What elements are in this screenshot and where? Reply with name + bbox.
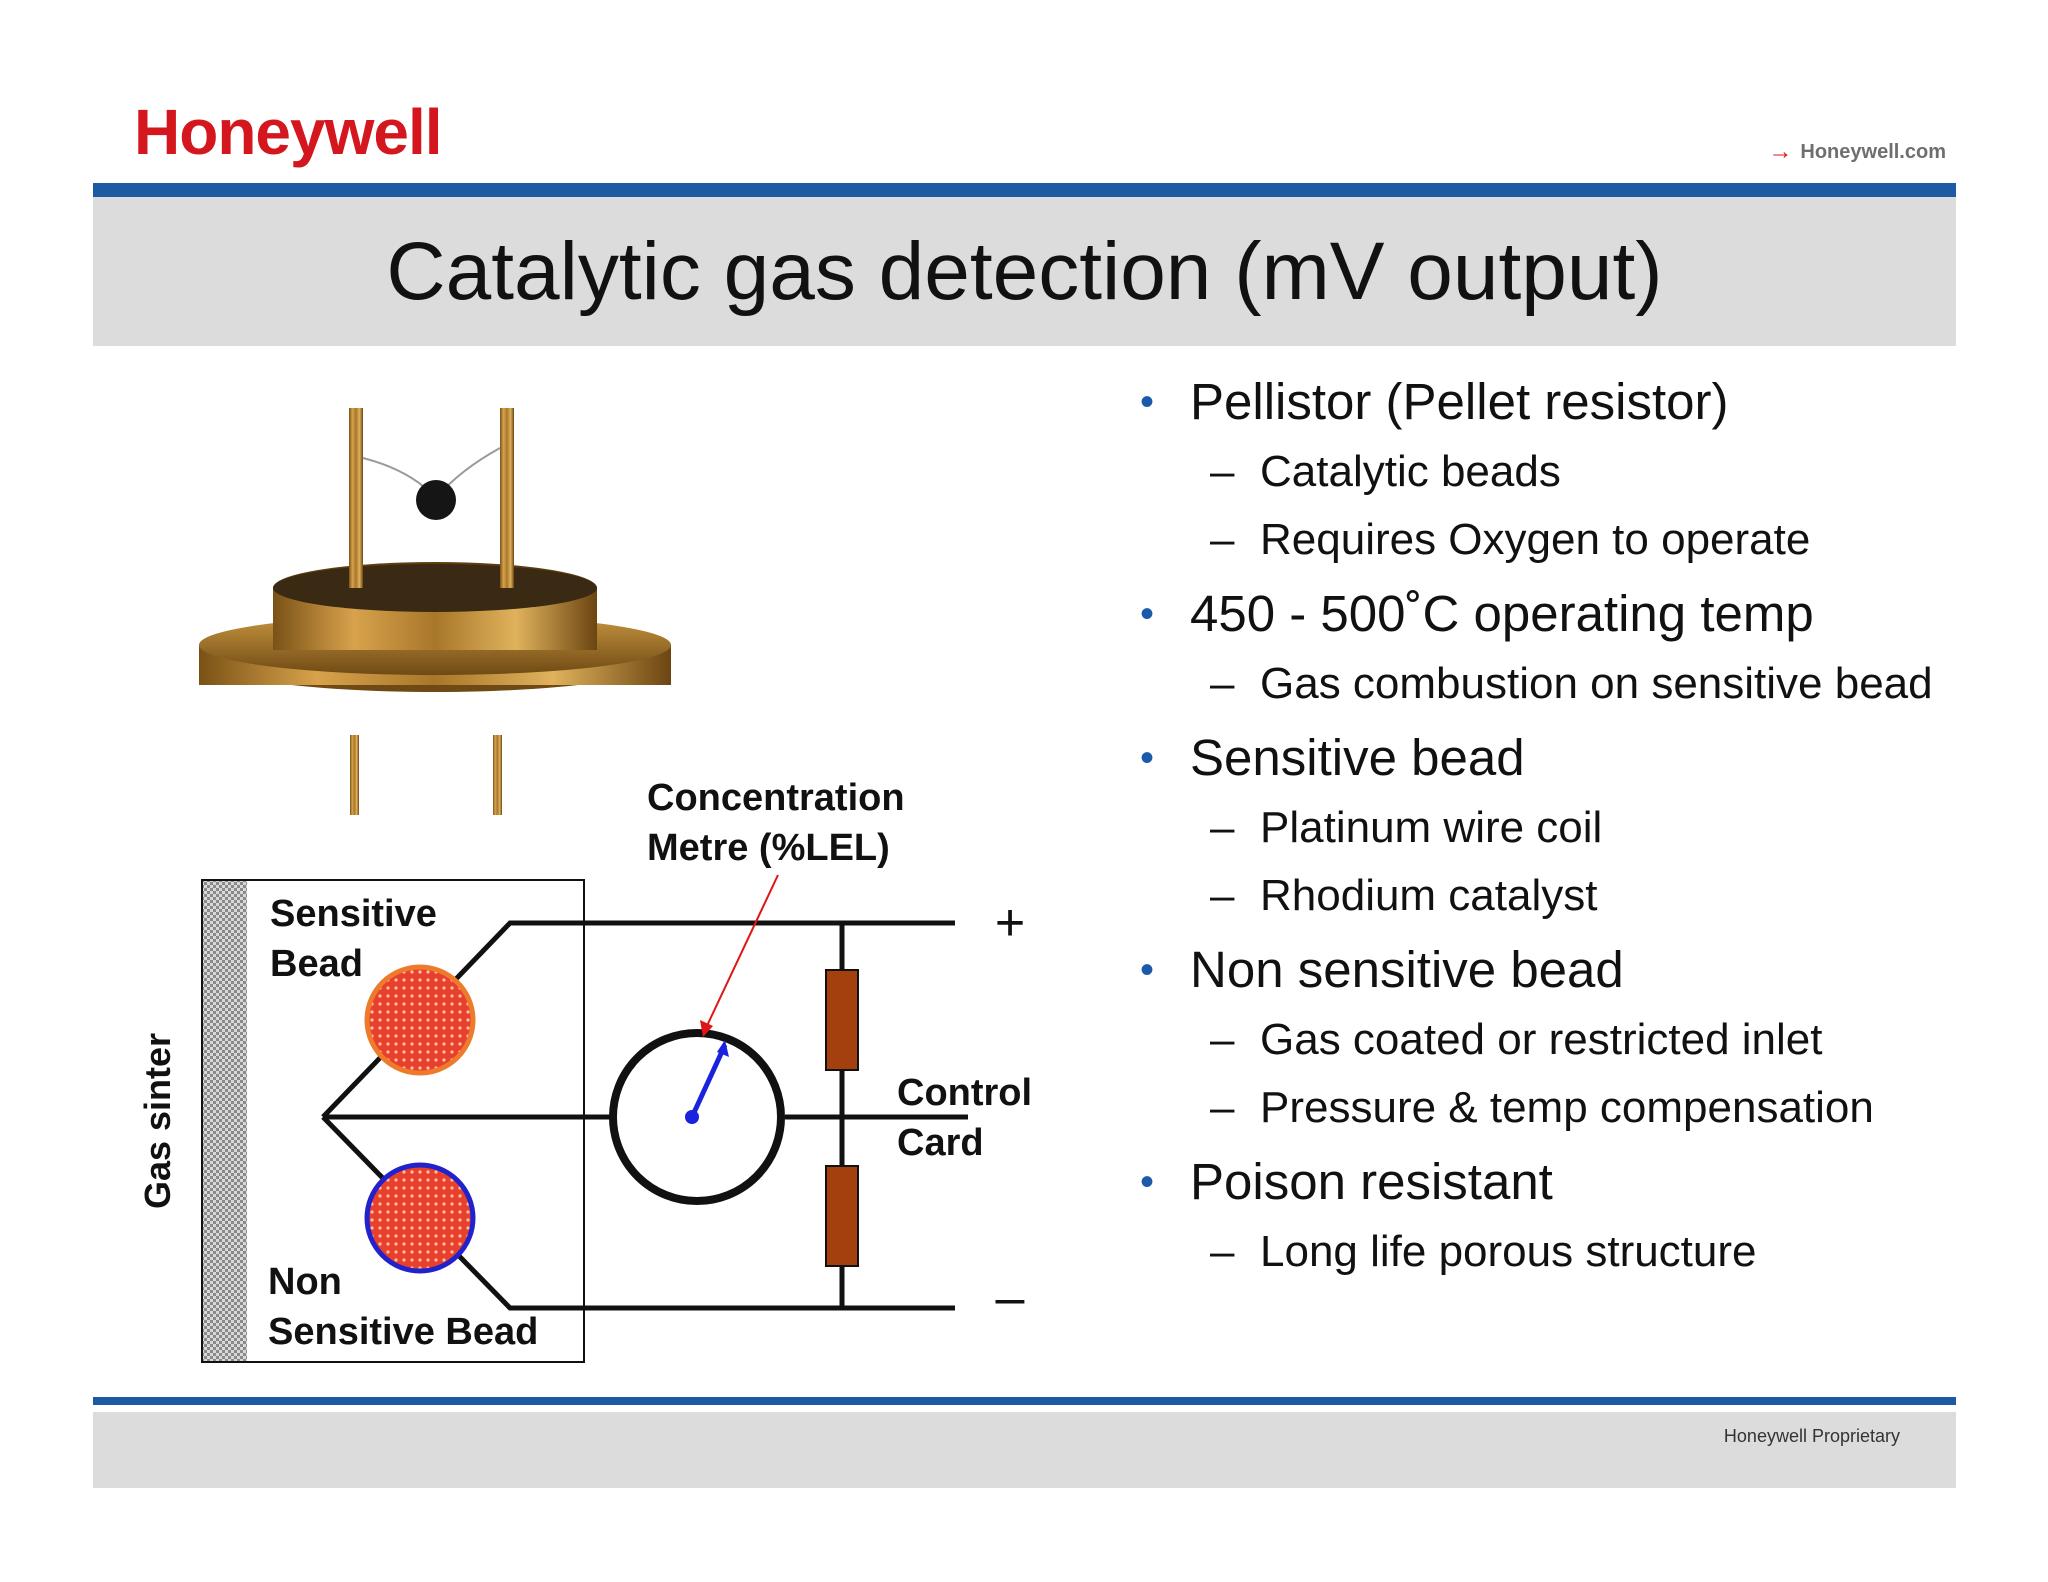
title-band: Catalytic gas detection (mV output)	[93, 197, 1956, 346]
bullet-dot-icon: •	[1140, 736, 1155, 780]
meter-pointer-arrowhead	[700, 1020, 713, 1037]
bullet-list: •Pellistor (Pellet resistor) –Catalytic …	[1140, 372, 1940, 1280]
bullet-dot-icon: •	[1140, 1160, 1155, 1204]
sub-bullet-item: –Rhodium catalyst	[1140, 868, 1940, 924]
bullet-dot-icon: •	[1140, 592, 1155, 636]
meter-needle	[689, 1043, 728, 1119]
header-rule	[93, 183, 1956, 197]
resistor-top	[825, 969, 859, 1071]
dash-icon: –	[1210, 1227, 1235, 1276]
gas-sinter	[202, 880, 247, 1362]
bullet-item: •Sensitive bead	[1140, 729, 1525, 786]
bullet-item: •Pellistor (Pellet resistor)	[1140, 373, 1729, 430]
bullet-item: •Poison resistant	[1140, 1153, 1553, 1210]
sub-bullet-item: –Gas combustion on sensitive bead	[1140, 656, 1940, 712]
dash-icon: –	[1210, 515, 1235, 564]
meter-needle-tip	[717, 1040, 729, 1057]
gas-sinter-label: Gas sinter	[137, 1033, 178, 1209]
plus-terminal-label: +	[995, 894, 1025, 952]
bullet-dot-icon: •	[1140, 948, 1155, 992]
sub-bullet-item: –Gas coated or restricted inlet	[1140, 1012, 1940, 1068]
arrow-right-icon: →	[1768, 138, 1793, 165]
dash-icon: –	[1210, 871, 1235, 920]
non-sensitive-bead	[364, 1162, 476, 1274]
dash-icon: –	[1210, 1083, 1235, 1132]
sub-bullet-item: –Requires Oxygen to operate	[1140, 512, 1940, 568]
sub-bullet-item: –Catalytic beads	[1140, 444, 1940, 500]
bullet-dot-icon: •	[1140, 380, 1155, 424]
meter-pivot	[685, 1110, 699, 1124]
sensor-housing	[201, 879, 585, 1363]
pellistor-photo	[199, 408, 671, 815]
dash-icon: –	[1210, 659, 1235, 708]
footer-rule	[93, 1397, 1956, 1405]
honeywell-site-link[interactable]: → Honeywell.com	[1768, 138, 1946, 166]
bullet-item: •Non sensitive bead	[1140, 941, 1624, 998]
site-link-label: Honeywell.com	[1800, 140, 1946, 163]
dash-icon: –	[1210, 1015, 1235, 1064]
sensitive-bead-label: Sensitive Bead	[270, 893, 447, 985]
pellistor-figure: Gas sinter Sensitive Bead Non Sensitive …	[137, 408, 1043, 1363]
footer-proprietary-text: Honeywell Proprietary	[1723, 1426, 1900, 1446]
non-sensitive-bead-label: Non Sensitive Bead	[268, 1261, 538, 1353]
footer-band	[93, 1412, 1956, 1488]
sub-bullet-item: –Long life porous structure	[1140, 1224, 1940, 1280]
resistor-bottom	[825, 1165, 859, 1267]
slide-title: Catalytic gas detection (mV output)	[386, 225, 1663, 317]
dash-icon: –	[1210, 803, 1235, 852]
honeywell-logo: Honeywell	[134, 96, 443, 168]
control-card-label: Control Card	[897, 1072, 1043, 1164]
meter-label: Concentration Metre (%LEL)	[647, 777, 915, 869]
meter-pointer-line	[704, 874, 779, 1031]
minus-terminal-label: –	[996, 1269, 1025, 1327]
sub-bullet-item: –Platinum wire coil	[1140, 800, 1940, 856]
sensitive-bead	[364, 964, 476, 1076]
dash-icon: –	[1210, 447, 1235, 496]
sub-bullet-item: –Pressure & temp compensation	[1140, 1080, 1940, 1136]
bullet-item: •450 - 500˚C operating temp	[1140, 585, 1814, 642]
